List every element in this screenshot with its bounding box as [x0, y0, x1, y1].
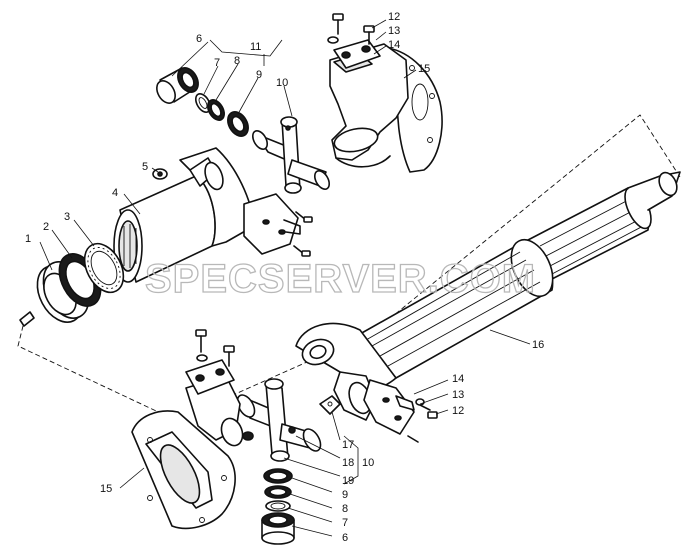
callout-6-bottom: 6: [342, 532, 348, 544]
leader-lines: [39, 19, 531, 537]
spider-cross-top: [251, 116, 331, 194]
callout-14-top: 14: [388, 39, 400, 51]
callout-10-top: 10: [276, 77, 288, 89]
seal-ring-bottom-8: [264, 485, 292, 499]
callout-4: 4: [112, 187, 118, 199]
callout-8-bottom: 8: [342, 503, 348, 515]
seal-washer-3: [83, 242, 125, 294]
seal-ring-bottom-9: [263, 468, 293, 484]
callout-12-bottom: 12: [452, 405, 464, 417]
spider-cross-bottom: [236, 378, 341, 462]
bolts-bottom-right: [407, 398, 438, 443]
lock-plate-top: [333, 39, 381, 69]
callout-16: 16: [532, 339, 544, 351]
grease-nipple: [19, 311, 35, 327]
callout-3: 3: [64, 211, 70, 223]
callout-9-top: 9: [256, 69, 262, 81]
callout-9-bottom: 9: [342, 489, 348, 501]
callout-15-bottom: 15: [100, 483, 112, 495]
bolts-sleeve-yoke: [293, 211, 313, 257]
splined-shaft-end: [527, 171, 681, 281]
seal-ring-top-8: [207, 99, 225, 121]
callout-6-top: 6: [196, 33, 202, 45]
flange-yoke-bottom: [131, 375, 254, 530]
callout-1: 1: [25, 233, 31, 245]
tube-yoke: [295, 322, 397, 421]
callout-12-top: 12: [388, 11, 400, 23]
callout-18: 18: [342, 457, 354, 469]
seal-ring-bottom-7: [265, 500, 291, 512]
callout-7-top: 7: [214, 57, 220, 69]
callout-19: 19: [342, 475, 354, 487]
callout-7-bottom: 7: [342, 517, 348, 529]
callout-8-top: 8: [234, 55, 240, 67]
shaft-tube: [359, 238, 554, 379]
callout-11: 11: [250, 41, 261, 53]
seal-ring-top-7: [194, 93, 212, 113]
bearing-cup-top-6: [156, 67, 199, 104]
callout-5: 5: [142, 161, 148, 173]
seal-ring-top-9: [227, 111, 249, 137]
callout-labels: 1 2 3 4 5 6 7 8 9 10 11 12 13 14 15 16 1…: [25, 11, 544, 544]
callout-14-bottom: 14: [452, 373, 464, 385]
callout-17: 17: [342, 439, 354, 451]
bolts-top: [327, 13, 375, 45]
bearing-cup-bottom-6: [261, 512, 295, 545]
callout-2: 2: [43, 221, 49, 233]
callout-10-bottom: 10: [362, 457, 374, 469]
callout-13-bottom: 13: [452, 389, 464, 401]
slip-yoke-sleeve: [113, 147, 301, 283]
callout-15-top: 15: [418, 63, 430, 75]
lock-plate-bottom-left: [185, 359, 235, 395]
bolts-bottom-left: [195, 329, 235, 367]
watermark-text: SPECSERVER.COM: [145, 257, 536, 301]
lock-plate-bottom-right: [363, 379, 415, 435]
callout-13-top: 13: [388, 25, 400, 37]
